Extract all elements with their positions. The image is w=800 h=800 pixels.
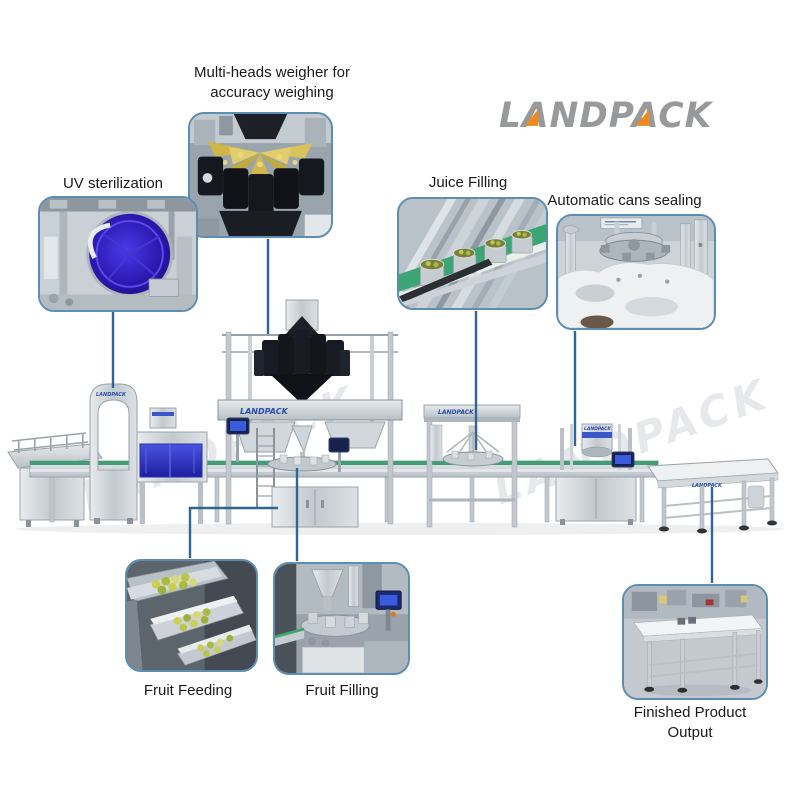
fruit-tray-1 (151, 573, 197, 595)
inset-photo-uv-sterilization (38, 196, 198, 312)
svg-text:LANDPACK: LANDPACK (96, 392, 127, 398)
inset-photo-juice-filling (397, 197, 548, 310)
machine-uv-sterilizer: LANDPACK (89, 383, 208, 524)
inset-photo-fruit-filling (273, 562, 410, 675)
logo-wordmark: LANDPACK (499, 96, 714, 136)
machine-output-table: LANDPACK (647, 458, 779, 534)
svg-text:LANDPACK: LANDPACK (240, 407, 289, 416)
connector-fruit-feeding (188, 506, 278, 558)
cans (419, 229, 533, 287)
label-fruit-filling: Fruit Filling (305, 682, 379, 699)
filler-funnel (311, 569, 344, 598)
inset-photo-cans-sealing (556, 214, 716, 330)
label-cans-sealing: Automatic cans sealing (547, 192, 702, 209)
label-juice-filling: Juice Filling (428, 174, 508, 191)
logo-a-triangle-1 (524, 109, 539, 126)
machine-multihead-weigher-station: LANDPACK (217, 299, 403, 528)
svg-text:LANDPACK: LANDPACK (692, 483, 723, 489)
floor-shadow (15, 523, 785, 535)
fruit-tray-3 (197, 634, 234, 658)
fruit-tray-2 (173, 608, 211, 632)
machine-cans-sealer: LANDPACK (555, 423, 637, 525)
callout-connectors (111, 239, 714, 583)
label-finished-output: Finished Product Output (633, 704, 747, 742)
inset-photo-finished-output (622, 584, 768, 700)
brand-logo: LANDPACK (497, 90, 733, 140)
inset-photo-multi-heads-weigher (188, 112, 333, 238)
sealing-turret (599, 221, 671, 262)
inset-photo-fruit-feeding (125, 559, 258, 672)
label-uv-sterilization: UV sterilization (62, 175, 164, 192)
sealer-white-base (558, 262, 714, 328)
svg-text:LANDPACK: LANDPACK (584, 426, 611, 432)
svg-text:LANDPACK: LANDPACK (438, 409, 475, 416)
label-fruit-feeding: Fruit Feeding (143, 682, 233, 699)
label-multi-heads-weigher: Multi-heads weigher for accuracy weighin… (194, 64, 350, 102)
